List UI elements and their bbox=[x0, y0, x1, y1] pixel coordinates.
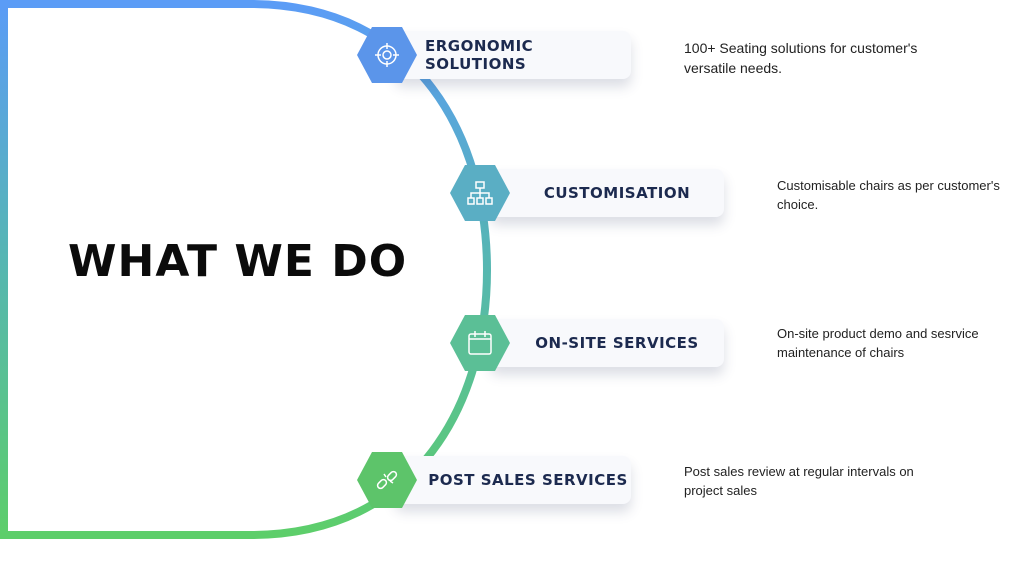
description: Post sales review at regular intervals o… bbox=[684, 464, 914, 498]
card-label: ON-SITE SERVICES bbox=[535, 334, 699, 352]
calendar-icon bbox=[468, 331, 492, 355]
page-title: WHAT WE DO bbox=[68, 236, 408, 287]
description: Customisable chairs as per customer's ch… bbox=[777, 178, 1000, 212]
card-ergonomic-solutions: ERGONOMIC SOLUTIONS bbox=[395, 31, 631, 79]
card-label: ERGONOMIC SOLUTIONS bbox=[425, 37, 534, 73]
card-customisation: CUSTOMISATION bbox=[490, 169, 724, 217]
hex-badge bbox=[450, 315, 510, 371]
card-label: CUSTOMISATION bbox=[543, 184, 691, 202]
card-on-site-services: ON-SITE SERVICES bbox=[490, 319, 724, 367]
target-icon bbox=[375, 43, 399, 67]
card-post-sales-services: POST SALES SERVICES bbox=[395, 456, 631, 504]
description: On-site product demo and sesrvice mainte… bbox=[777, 326, 979, 360]
hex-badge bbox=[357, 452, 417, 508]
broken-link-icon bbox=[376, 470, 398, 490]
hierarchy-icon bbox=[467, 181, 493, 205]
card-label: POST SALES SERVICES bbox=[428, 471, 628, 489]
description: 100+ Seating solutions for customer's ve… bbox=[684, 40, 918, 76]
